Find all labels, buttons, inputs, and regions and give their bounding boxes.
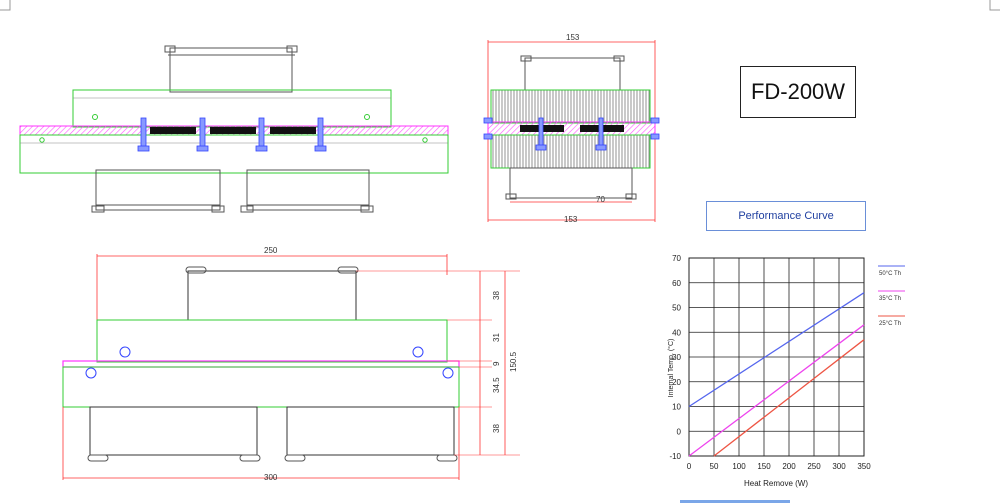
chart-xtick-label: 150	[757, 462, 771, 471]
chart-ylabel: Internal Temp. (°C)	[667, 339, 675, 398]
chart-xtick-label: 50	[710, 462, 719, 471]
chart-xtick-label: 0	[687, 462, 692, 471]
chart-ytick-label: 0	[677, 427, 682, 436]
dim-250: 250	[264, 246, 278, 255]
performance-curve-title: Performance Curve	[706, 201, 866, 231]
dim-9: 9	[492, 361, 501, 366]
dim-153-top: 153	[566, 33, 580, 42]
chart-xtick-label: 300	[832, 462, 846, 471]
chart-grid	[688, 257, 865, 457]
side-view-middle: 153 153 70	[483, 33, 660, 224]
chart-legend: 50°C Th 35°C Th 25°C Th	[878, 265, 905, 327]
corner-mark-right	[989, 0, 1000, 11]
dim-153-bottom: 153	[564, 215, 578, 224]
chart-ytick-label: 60	[672, 279, 681, 288]
chart-legend-label: 25°C Th	[879, 321, 901, 327]
chart-ticks: 0 50 100 150 200 250 300 350 -10 0 10 20 30 40 50 60 70	[669, 254, 871, 471]
chart-xlabel: Heat Remove (W)	[744, 479, 808, 488]
chart-ytick-label: 20	[672, 378, 681, 387]
top-view-left	[19, 45, 449, 213]
chart-ytick-label: 30	[672, 353, 681, 362]
chart-xtick-label: 200	[782, 462, 796, 471]
chart-series-line	[713, 339, 865, 457]
chart-series	[688, 292, 865, 457]
chart-xtick-label: 100	[732, 462, 746, 471]
dim-38-top: 38	[492, 291, 501, 300]
dim-31: 31	[492, 333, 501, 342]
chart-ytick-label: 70	[672, 254, 681, 263]
dim-34-5: 34.5	[492, 377, 501, 393]
front-view: 250 300 38 31	[62, 246, 520, 482]
chart-ytick-label: 40	[672, 328, 681, 337]
dim-150-5: 150.5	[509, 351, 518, 372]
model-label: FD-200W	[740, 66, 856, 118]
chart-series-line	[688, 292, 865, 408]
bottom-accent-bar	[680, 500, 790, 503]
chart-legend-label: 50°C Th	[879, 271, 901, 277]
corner-mark-left	[0, 0, 11, 11]
chart-ytick-label: 10	[672, 403, 681, 412]
dim-300: 300	[264, 473, 278, 482]
dim-38-bottom: 38	[492, 424, 501, 433]
chart-xtick-label: 350	[857, 462, 871, 471]
chart-ytick-label: 50	[672, 304, 681, 313]
dim-70: 70	[596, 195, 605, 204]
chart-legend-label: 35°C Th	[879, 296, 901, 302]
chart-series-line	[688, 324, 865, 457]
chart-xtick-label: 250	[807, 462, 821, 471]
chart-ytick-label: -10	[669, 452, 681, 461]
